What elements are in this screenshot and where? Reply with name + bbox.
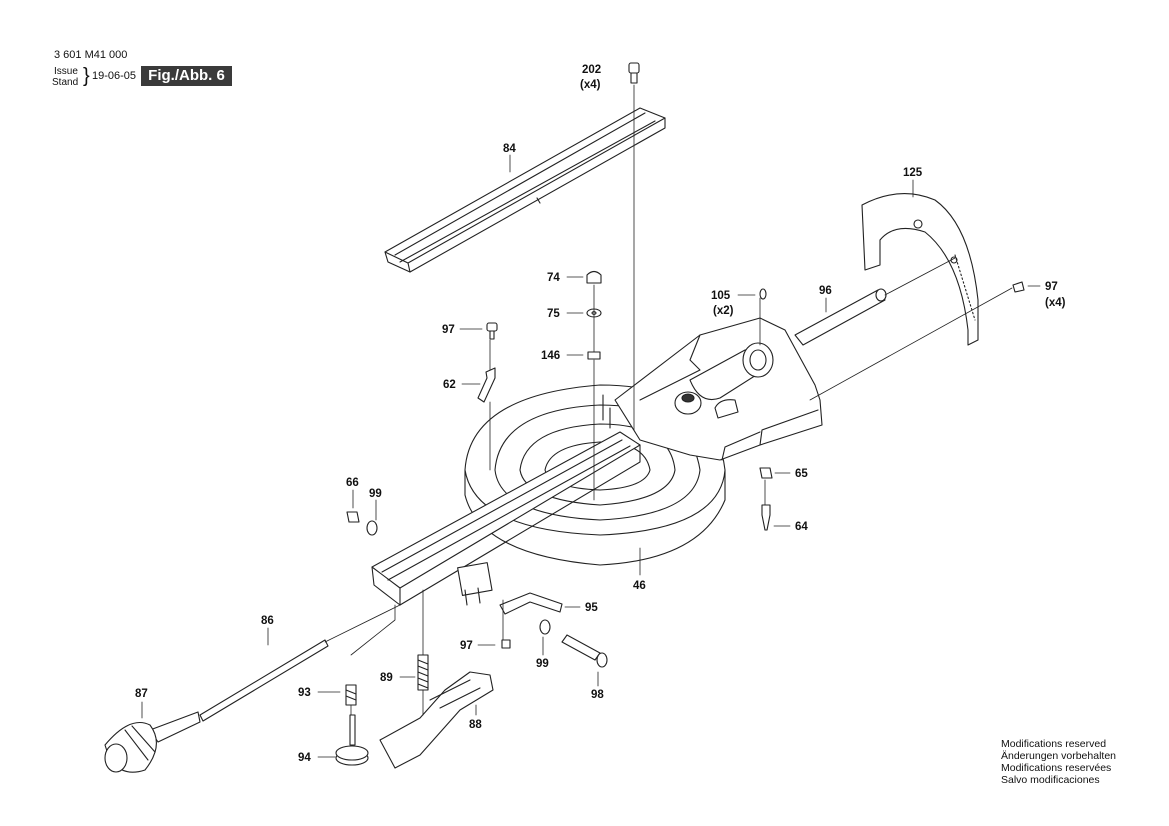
knob-87-drawing [104,711,201,773]
callout-98: 98 [591,689,604,701]
rod-86-drawing [199,639,329,722]
callout-96: 96 [819,285,832,297]
rod-96-drawing [794,288,887,346]
callout-97-lower: 97 [460,640,473,652]
callout-89: 89 [380,672,393,684]
stand-label: Stand [52,77,79,88]
callout-99-lower: 99 [536,658,549,670]
note-line-4: Salvo modificaciones [1001,774,1100,786]
callout-84: 84 [503,143,516,155]
callout-88: 88 [469,719,482,731]
note-line-1: Modifications reserved [1001,738,1107,750]
callout-97-right-qty: (x4) [1045,297,1066,309]
assembly-lines [324,84,1013,716]
callout-125: 125 [903,167,923,179]
front-bar-drawing [371,431,641,606]
brace-glyph: } [83,65,90,87]
figure-badge: Fig./Abb. 6 [141,66,232,86]
callout-105-qty: (x2) [713,305,734,317]
note-line-3: Modifications reservées [1001,762,1112,774]
issue-date: 19-06-05 [92,70,137,82]
note-line-2: Änderungen vorbehalten [1001,750,1117,762]
callout-99-upper: 99 [369,488,382,500]
callout-74: 74 [547,272,560,284]
callout-146: 146 [541,350,560,362]
callout-97-mid: 97 [442,324,455,336]
callout-202: 202 [582,64,601,76]
protractor-125-drawing [861,193,979,346]
callout-97-right: 97 [1045,281,1058,293]
callout-95: 95 [585,602,598,614]
rail-84-drawing [384,107,666,273]
callout-87: 87 [135,688,148,700]
callout-labels: 202 (x4) 84 125 74 75 146 105 (x2) 96 97… [135,64,1066,764]
rear-arm-drawing [614,317,823,461]
small-parts-drawing [335,62,1025,769]
callout-66: 66 [346,477,359,489]
callout-93: 93 [298,687,311,699]
callout-46: 46 [633,580,646,592]
callout-leaders [141,154,1041,758]
callout-75: 75 [547,308,560,320]
callout-86: 86 [261,615,274,627]
callout-64: 64 [795,521,808,533]
callout-65: 65 [795,468,808,480]
callout-105: 105 [711,290,731,302]
issue-label: Issue [54,66,78,77]
callout-94: 94 [298,752,311,764]
part-number: 3 601 M41 000 [54,49,128,61]
callout-62: 62 [443,379,456,391]
callout-202-qty: (x4) [580,79,601,91]
